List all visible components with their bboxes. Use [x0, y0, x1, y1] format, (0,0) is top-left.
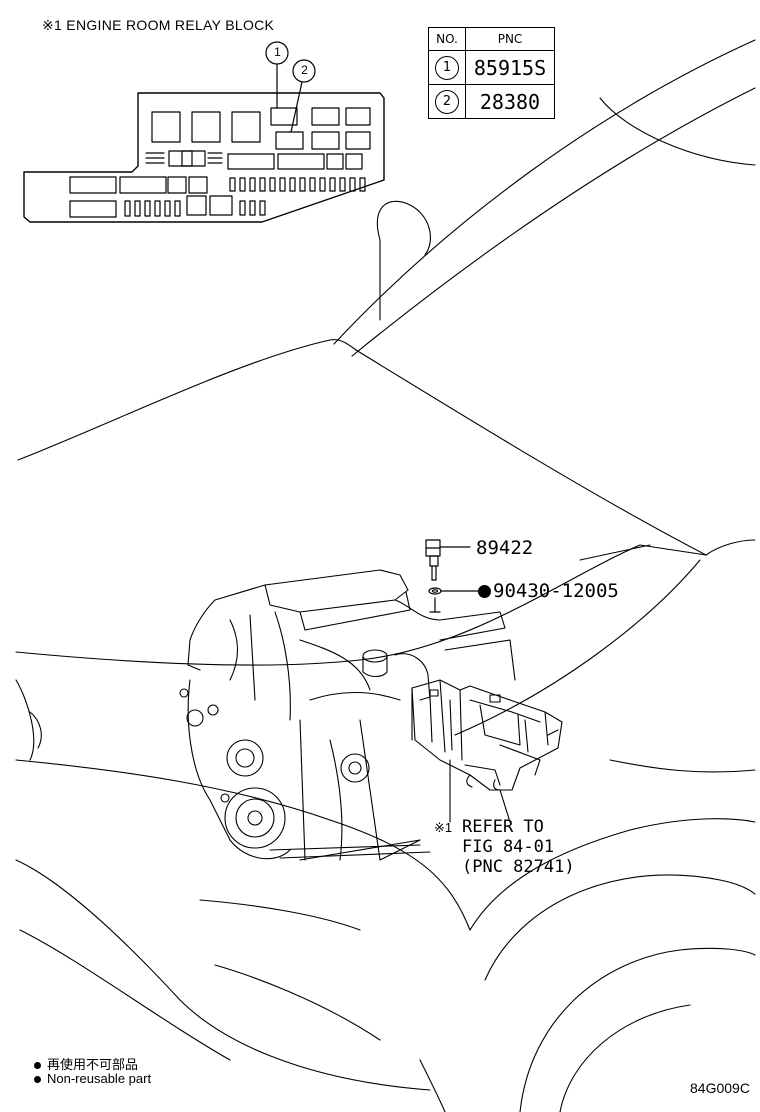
non-reusable-marker-icon — [478, 585, 491, 598]
pnc-table: NO. PNC 1 85915S 2 28380 — [428, 27, 555, 119]
callout-1: 1 — [274, 45, 281, 59]
table-row: 1 85915S — [428, 50, 555, 85]
relay-slot-1 — [270, 107, 298, 126]
pnc-value: 28380 — [479, 89, 541, 114]
row-number: 2 — [435, 89, 459, 114]
fuse-row — [124, 152, 366, 217]
part-label-90430-12005: 90430-12005 — [478, 580, 619, 602]
inset-title: ※1 ENGINE ROOM RELAY BLOCK — [42, 17, 275, 33]
legend-english: Non-reusable part — [34, 1071, 151, 1086]
figure-code: 84G009C — [690, 1080, 750, 1096]
refer-note-mark: ※1 — [434, 820, 453, 835]
callout-2: 2 — [301, 63, 308, 77]
header-no: NO. — [428, 27, 466, 51]
relay-block-inset — [23, 41, 385, 223]
relay-slot-2 — [275, 131, 304, 150]
pnc-value: 85915S — [473, 55, 547, 80]
row-number: 1 — [435, 55, 459, 80]
refer-note-line-3: (PNC 82741) — [462, 857, 575, 877]
refer-note-line-1: REFER TO — [462, 817, 544, 837]
vehicle-body — [15, 39, 756, 1112]
water-temp-sensor — [425, 539, 471, 581]
pnc-table-header: NO. PNC — [428, 27, 555, 51]
bullet-icon — [34, 1062, 41, 1069]
part-label-89422: 89422 — [476, 537, 534, 559]
relay-block-housing — [411, 679, 563, 823]
engine-assembly — [179, 569, 516, 861]
gasket — [428, 587, 479, 613]
bullet-icon — [34, 1076, 41, 1084]
header-pnc: PNC — [465, 27, 555, 51]
table-row: 2 28380 — [428, 84, 555, 119]
refer-note-line-2: FIG 84-01 — [462, 837, 555, 857]
legend-japanese: 再使用不可部品 — [34, 1054, 138, 1073]
